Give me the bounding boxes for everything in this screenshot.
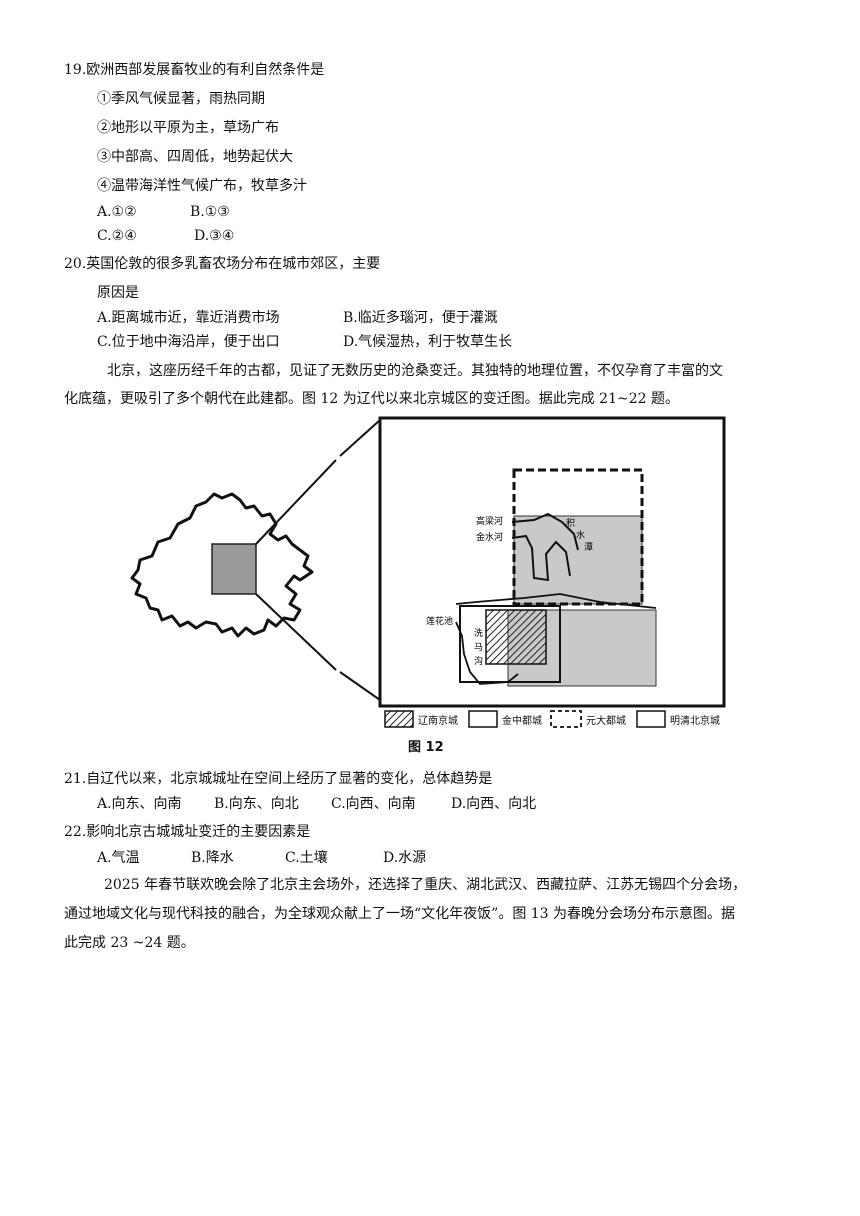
- legend-label-yuan: 元大都城: [586, 716, 626, 727]
- passage-gala-line2: 通过地域文化与现代科技的融合，为全球观众献上了一场“文化年夜饭”。图 13 为春…: [64, 906, 736, 922]
- q19-option-a: A.①②: [97, 204, 137, 220]
- q22-option-a: A.气温: [97, 850, 140, 866]
- label-lianghe-1: 洗: [474, 627, 483, 639]
- legend-label-jin: 金中都城: [502, 716, 542, 727]
- legend-swatch-liao: [384, 710, 414, 728]
- q21-option-a: A.向东、向南: [97, 796, 182, 812]
- beijing-outline: [130, 492, 314, 638]
- legend-label-mingqing: 明清北京城: [670, 716, 720, 727]
- q22-option-d: D.水源: [383, 850, 427, 866]
- figure-12-caption: 图 12: [408, 740, 444, 755]
- q22-stem: 22.影响北京古城城址变迁的主要因素是: [64, 824, 311, 840]
- q20-option-a: A.距离城市近，靠近消费市场: [97, 310, 280, 326]
- q20-option-c: C.位于地中海沿岸，便于出口: [97, 334, 280, 350]
- q20-stem-cont: 原因是: [97, 285, 139, 301]
- q22-option-c: C.土壤: [285, 850, 328, 866]
- passage-gala-line1: 2025 年春节联欢晚会除了北京主会场外，还选择了重庆、湖北武汉、西藏拉萨、江苏…: [104, 877, 747, 893]
- q22-option-b: B.降水: [191, 850, 234, 866]
- passage-beijing-line1: 北京，这座历经千年的古都，见证了无数历史的沧桑变迁。其独特的地理位置，不仅孕育了…: [107, 363, 723, 379]
- q21-option-b: B.向东、向北: [214, 796, 299, 812]
- figure-12-map: 高梁河 金水河 积 水 潭 莲花池 洗 马 沟: [130, 416, 726, 708]
- q20-stem: 20.英国伦敦的很多乳畜农场分布在城市郊区，主要: [64, 256, 381, 272]
- q19-option-d: D.③④: [194, 228, 235, 244]
- river-jinshui: [511, 534, 571, 582]
- q21-stem: 21.自辽代以来，北京城城址在空间上经历了显著的变化，总体趋势是: [64, 771, 493, 787]
- label-jishui-2: 水: [576, 529, 585, 541]
- label-jishui-3: 潭: [584, 542, 593, 553]
- label-jishui-1: 积: [566, 517, 575, 529]
- passage-gala-line3: 此完成 23 ~24 题。: [64, 935, 195, 951]
- label-jinshui-river: 金水河: [476, 531, 503, 543]
- q20-option-b: B.临近多瑙河，便于灌溉: [343, 310, 498, 326]
- q19-item-1: ①季风气候显著，雨热同期: [97, 91, 265, 107]
- q19-item-2: ②地形以平原为主，草场广布: [97, 120, 279, 136]
- label-gaoliang-river: 高梁河: [476, 515, 503, 527]
- label-lianghe-3: 沟: [474, 655, 483, 667]
- q19-item-3: ③中部高、四周低，地势起伏大: [97, 149, 293, 165]
- jin-zhongdu: [459, 605, 561, 683]
- q19-option-c: C.②④: [97, 228, 137, 244]
- legend-swatch-mingqing: [636, 710, 666, 728]
- legend-swatch-jin: [468, 710, 498, 728]
- legend-swatch-yuan: [550, 710, 582, 728]
- label-lianhua-pool: 莲花池: [426, 615, 453, 627]
- zoom-frame: [378, 416, 726, 708]
- river-bottom: [455, 593, 657, 609]
- q19-option-b: B.①③: [190, 204, 230, 220]
- legend-label-liao: 辽南京城: [418, 716, 458, 727]
- passage-beijing-line2: 化底蕴，更吸引了多个朝代在此建都。图 12 为辽代以来北京城区的变迁图。据此完成…: [64, 391, 679, 407]
- q19-item-4: ④温带海洋性气候广布，牧草多汁: [97, 178, 307, 194]
- river-lianhua: [455, 621, 519, 685]
- q20-option-d: D.气候湿热，利于牧草生长: [343, 334, 513, 350]
- river-gaoliang: [511, 512, 579, 551]
- liao-nanjing: [485, 609, 547, 665]
- legend: 辽南京城 金中都城 元大都城 明清北京城: [384, 708, 724, 732]
- q19-stem: 19.欧洲西部发展畜牧业的有利自然条件是: [64, 62, 325, 78]
- q21-option-c: C.向西、向南: [331, 796, 416, 812]
- label-lianghe-2: 马: [474, 642, 483, 653]
- beijing-city-inset: [211, 543, 257, 595]
- q21-option-d: D.向西、向北: [451, 796, 537, 812]
